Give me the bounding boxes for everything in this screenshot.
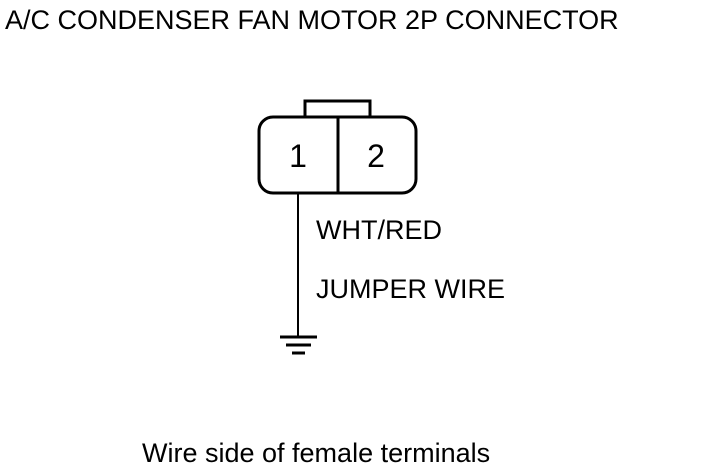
- connector-lock-tab: [303, 99, 372, 120]
- jumper-wire-label: JUMPER WIRE: [316, 274, 505, 304]
- terminal-2-label: 2: [367, 138, 385, 174]
- terminal-1-label: 1: [289, 138, 307, 174]
- ground-icon: [280, 335, 317, 355]
- diagram-title: A/C CONDENSER FAN MOTOR 2P CONNECTOR: [5, 5, 619, 35]
- wire-color-label: WHT/RED: [316, 215, 442, 245]
- diagram-caption: Wire side of female terminals: [142, 438, 491, 468]
